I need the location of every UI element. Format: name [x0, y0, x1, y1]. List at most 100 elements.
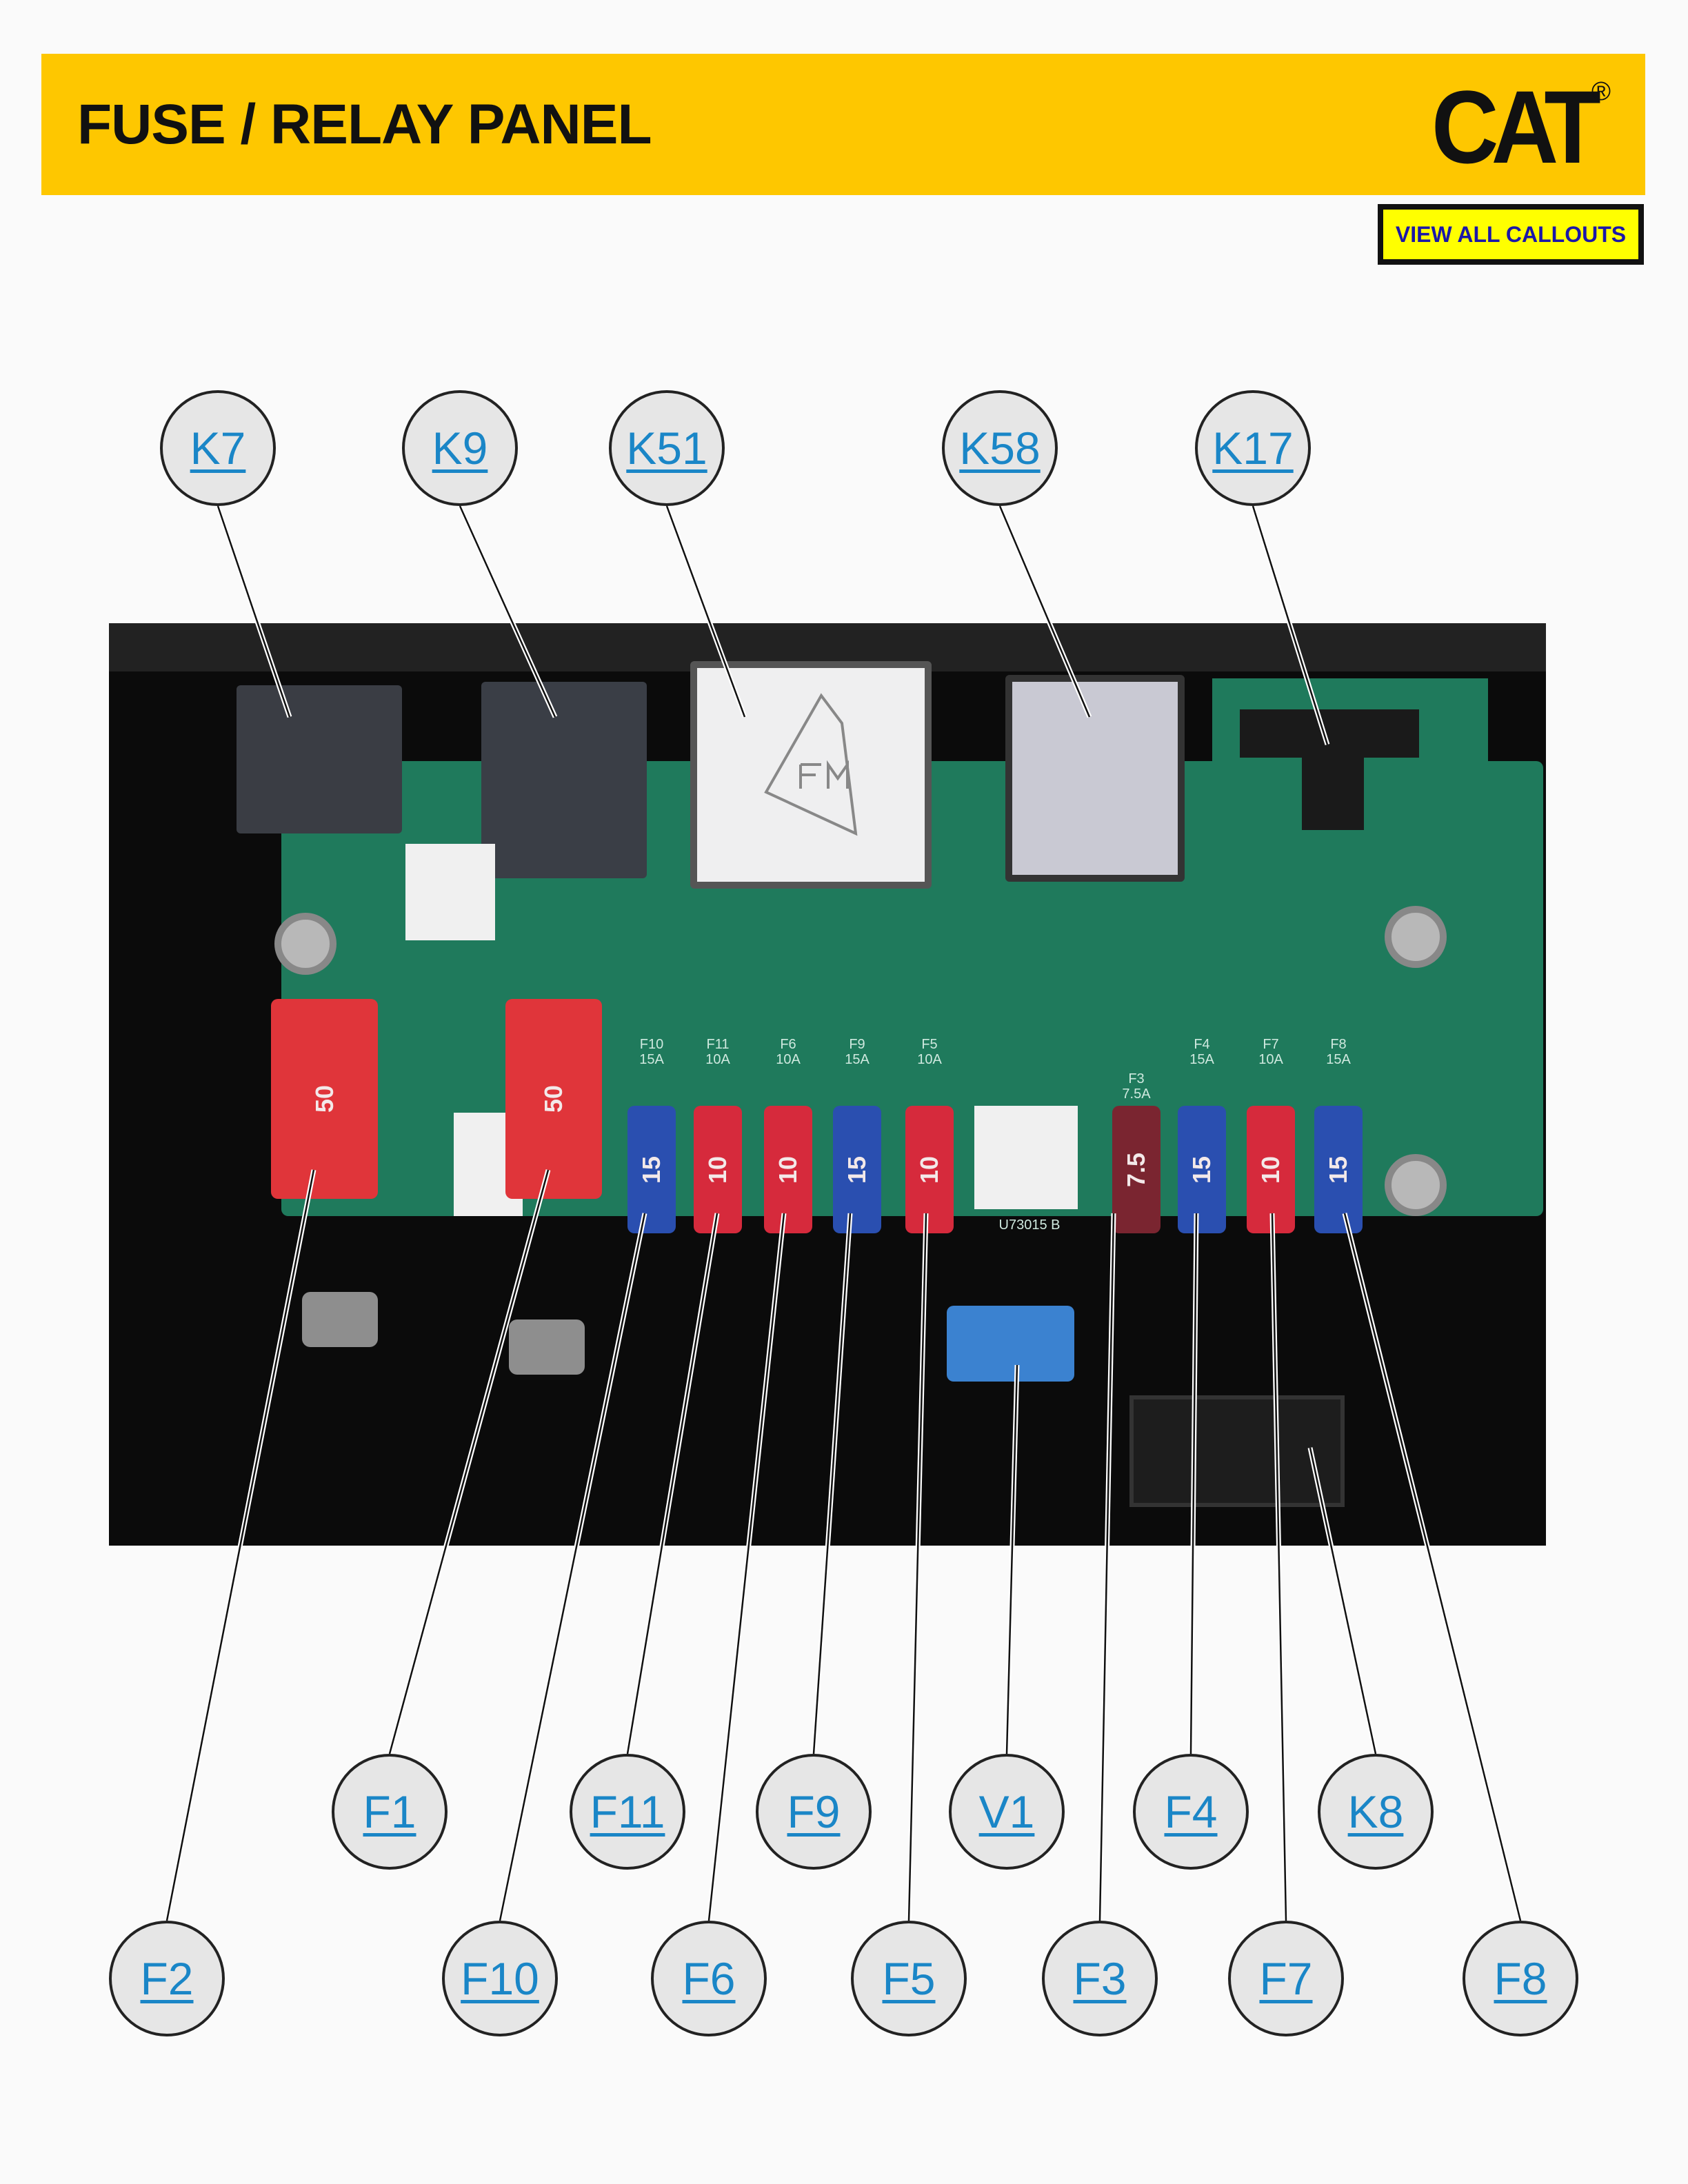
fuse-rating: 15 [843, 1155, 871, 1184]
fuse-rating: 15 [1187, 1155, 1216, 1184]
page-title: FUSE / RELAY PANEL [77, 92, 652, 156]
logo-text: CAT [1431, 69, 1601, 185]
fuse-rating: 7.5 [1122, 1152, 1150, 1187]
fuse-f10: 15 [627, 1106, 676, 1233]
fuse-f7: 10 [1247, 1106, 1295, 1233]
board-fuse-amps: 10A [917, 1052, 942, 1067]
callout-link[interactable]: F5 [882, 1953, 936, 2004]
callout-link[interactable]: F4 [1164, 1786, 1218, 1837]
fuse-f1: 50 [505, 999, 602, 1199]
fm-triangle-icon [764, 693, 858, 836]
callout-k7[interactable]: K7 [160, 390, 276, 506]
board-fuse-name: F5 [921, 1037, 938, 1052]
fuse-rating: 10 [1256, 1155, 1285, 1184]
callout-link[interactable]: K58 [959, 423, 1041, 474]
label-chip [405, 844, 495, 940]
board-fuse-amps: 7.5A [1122, 1086, 1151, 1102]
callout-k9[interactable]: K9 [402, 390, 518, 506]
label-chip [974, 1106, 1078, 1209]
board-fuse-name: F4 [1194, 1037, 1210, 1052]
board-fuse-amps: 10A [1258, 1052, 1283, 1067]
callout-k8[interactable]: K8 [1318, 1754, 1434, 1870]
callout-f4[interactable]: F4 [1133, 1754, 1249, 1870]
callout-k58[interactable]: K58 [942, 390, 1058, 506]
callout-f8[interactable]: F8 [1463, 1921, 1578, 2036]
board-fuse-amps: 10A [776, 1052, 801, 1067]
board-fuse-name: F3 [1128, 1071, 1145, 1086]
cat-logo: CAT ® [1431, 69, 1611, 185]
callout-f2[interactable]: F2 [109, 1921, 225, 2036]
board-fuse-amps: 15A [1326, 1052, 1351, 1067]
fuse-rating: 10 [915, 1155, 943, 1184]
callout-link[interactable]: F9 [787, 1786, 841, 1837]
board-fuse-amps: 15A [1189, 1052, 1214, 1067]
fuse-f2: 50 [271, 999, 378, 1199]
fuse-f3: 7.5 [1112, 1106, 1160, 1233]
callout-link[interactable]: F3 [1073, 1953, 1127, 2004]
view-all-callouts-button[interactable]: VIEW ALL CALLOUTS [1378, 204, 1644, 265]
callout-v1[interactable]: V1 [949, 1754, 1065, 1870]
header-banner: FUSE / RELAY PANEL CAT ® [41, 54, 1645, 195]
bolt [1385, 906, 1447, 968]
callout-link[interactable]: K51 [626, 423, 707, 474]
board-fuse-name: F10 [639, 1037, 664, 1052]
callout-link[interactable]: F7 [1259, 1953, 1313, 2004]
callout-f3[interactable]: F3 [1042, 1921, 1158, 2036]
registered-mark: ® [1591, 77, 1611, 106]
callout-link[interactable]: V1 [978, 1786, 1035, 1837]
callout-link[interactable]: K7 [190, 423, 246, 474]
callout-k17[interactable]: K17 [1195, 390, 1311, 506]
callout-f1[interactable]: F1 [332, 1754, 448, 1870]
fuse-f8: 15 [1314, 1106, 1363, 1233]
board-part-number: U73015 B [998, 1217, 1061, 1233]
connector-k17-body [1302, 734, 1364, 830]
fuse-rating: 15 [1324, 1155, 1352, 1184]
board-fuse-amps: 15A [845, 1052, 870, 1067]
callout-link[interactable]: K8 [1347, 1786, 1404, 1837]
fuse-f11: 10 [694, 1106, 742, 1233]
fuse-rating: 15 [637, 1155, 665, 1184]
callout-f5[interactable]: F5 [851, 1921, 967, 2036]
bolt [274, 913, 336, 975]
fuse-rating: 10 [774, 1155, 802, 1184]
callout-link[interactable]: F8 [1494, 1953, 1547, 2004]
fuse-f6: 10 [764, 1106, 812, 1233]
board-fuse-name: F8 [1330, 1037, 1347, 1052]
board-fuse-amps: 15A [639, 1052, 664, 1067]
callout-f9[interactable]: F9 [756, 1754, 872, 1870]
fuse-rating: 50 [539, 1084, 567, 1113]
board-fuse-name: F9 [849, 1037, 865, 1052]
callout-k51[interactable]: K51 [609, 390, 725, 506]
fuse-f5: 10 [905, 1106, 954, 1233]
fuse-rating: 50 [310, 1084, 339, 1113]
fuse-f9: 15 [833, 1106, 881, 1233]
fuse-rating: 10 [703, 1155, 732, 1184]
callout-f7[interactable]: F7 [1228, 1921, 1344, 2036]
callout-link[interactable]: F11 [590, 1786, 665, 1837]
board-fuse-amps: 10A [705, 1052, 730, 1067]
callout-f6[interactable]: F6 [651, 1921, 767, 2036]
callout-link[interactable]: K17 [1212, 423, 1294, 474]
callout-f11[interactable]: F11 [570, 1754, 685, 1870]
callout-link[interactable]: K9 [432, 423, 488, 474]
callout-link[interactable]: F2 [140, 1953, 194, 2004]
callout-f10[interactable]: F10 [442, 1921, 558, 2036]
fuse-f4: 15 [1178, 1106, 1226, 1233]
board-fuse-name: F7 [1263, 1037, 1279, 1052]
bolt [1385, 1154, 1447, 1216]
callout-link[interactable]: F6 [682, 1953, 736, 2004]
board-fuse-name: F6 [780, 1037, 796, 1052]
callout-link[interactable]: F1 [363, 1786, 416, 1837]
board-fuse-name: F11 [706, 1037, 730, 1052]
callout-link[interactable]: F10 [461, 1953, 539, 2004]
